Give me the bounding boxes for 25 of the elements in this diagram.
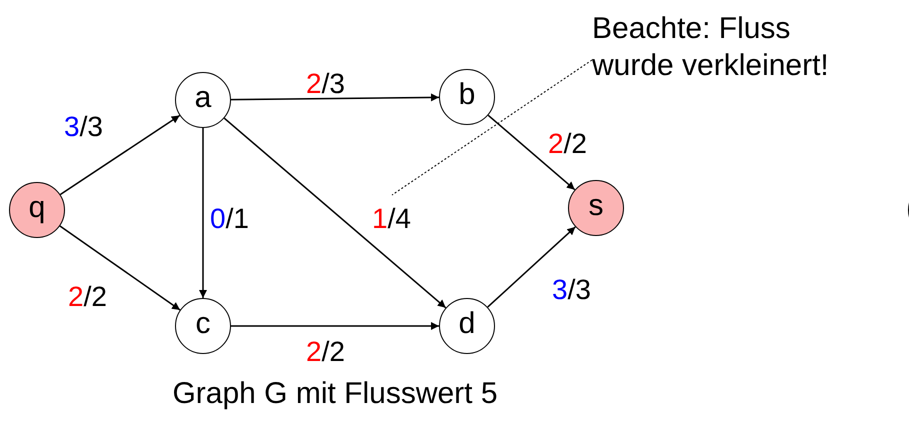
- edge-label: 2/3: [306, 70, 345, 98]
- arrow: [224, 118, 446, 308]
- leader-line: [392, 60, 592, 196]
- arrow: [199, 128, 207, 298]
- vertex-circle: s: [568, 180, 624, 236]
- edge-label: 1/4: [372, 205, 411, 233]
- arrow: [60, 114, 180, 196]
- vertex-circle: b: [439, 69, 495, 125]
- arrow: [231, 322, 439, 330]
- edge-label: 0/1: [210, 205, 249, 233]
- vertex-circle: q: [9, 182, 65, 238]
- vertex-circle: d: [439, 298, 495, 354]
- edge-label: 2/2: [548, 130, 587, 158]
- vertex-circle: a: [175, 72, 231, 128]
- arrow: [60, 225, 180, 311]
- arrow: [487, 226, 576, 308]
- arrow: [488, 114, 576, 190]
- edge-label: 3/3: [64, 113, 103, 141]
- edge-label: 2/2: [68, 283, 107, 311]
- vertex-circle: c: [175, 298, 231, 354]
- note-text: Beachte: Fluss wurde verkleinert!: [592, 10, 872, 84]
- caption: Graph G mit Flusswert 5: [171, 377, 499, 411]
- edge-label: 2/2: [306, 338, 345, 366]
- edge-label: 3/3: [552, 276, 591, 304]
- arrow: [231, 93, 439, 102]
